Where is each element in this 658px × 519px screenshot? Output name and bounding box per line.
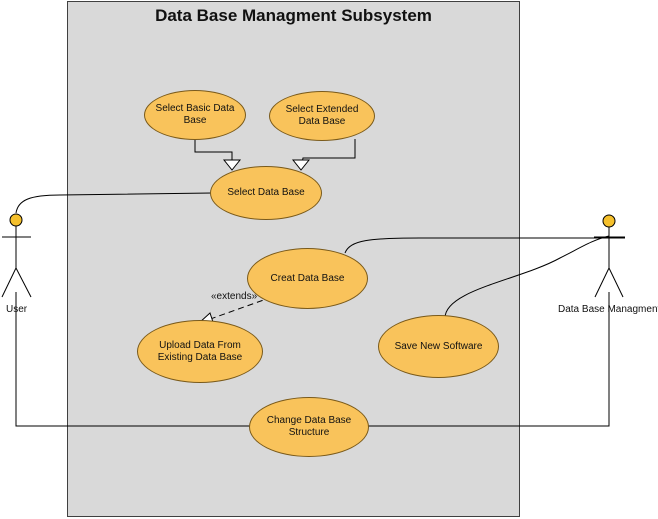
user-actor-figure [1, 213, 32, 298]
association-admin-change [368, 292, 610, 427]
use-case-save-software[interactable]: Save New Software [378, 315, 499, 378]
subsystem-title: Data Base Managment Subsystem [155, 6, 432, 25]
generalization-arrowhead-basic [222, 159, 242, 171]
generalization-extended-to-select [300, 139, 356, 169]
use-case-select-extended[interactable]: Select Extended Data Base [269, 91, 375, 141]
use-case-create-db[interactable]: Creat Data Base [247, 248, 368, 309]
association-user-select [15, 192, 213, 214]
user-actor-head [9, 213, 23, 227]
association-admin-create [344, 237, 625, 254]
association-admin-save [444, 235, 610, 319]
use-case-select-basic[interactable]: Select Basic Data Base [144, 90, 246, 140]
use-case-upload[interactable]: Upload Data From Existing Data Base [137, 320, 263, 383]
admin-actor-label: Data Base Managment [558, 304, 658, 315]
user-actor-label: User [6, 304, 28, 315]
use-case-change-structure[interactable]: Change Data Base Structure [249, 397, 369, 457]
extends-dependency [201, 296, 273, 323]
generalization-arrowhead-extended [291, 159, 311, 171]
admin-actor-head [602, 214, 616, 228]
admin-actor-figure [594, 214, 625, 298]
association-user-change [15, 292, 250, 427]
use-case-select-db[interactable]: Select Data Base [210, 166, 322, 220]
extends-label: «extends» [211, 291, 258, 302]
